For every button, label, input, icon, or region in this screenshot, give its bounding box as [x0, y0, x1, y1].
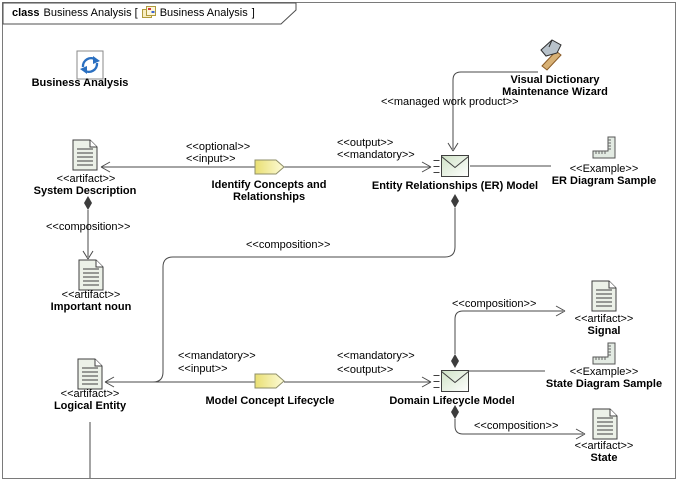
edge-composition-logical-entity[interactable]: [152, 194, 459, 383]
node-label-system-description[interactable]: System Description: [33, 185, 137, 197]
frame-diagram-name: Business Analysis: [159, 6, 248, 19]
node-label-model-concept-lifecycle[interactable]: Model Concept Lifecycle: [205, 395, 335, 407]
cycle-document-icon[interactable]: [76, 50, 104, 80]
edge-label-output[interactable]: <<output>>: [337, 137, 394, 149]
node-label-visual-dictionary[interactable]: Visual Dictionary Maintenance Wizard: [502, 74, 608, 98]
edge-label-optional[interactable]: <<optional>>: [186, 141, 251, 153]
edge-label-composition-sd[interactable]: <<composition>>: [46, 221, 131, 233]
frame-keyword: class: [12, 6, 40, 19]
edge-input-system-description[interactable]: [100, 161, 255, 173]
edge-label-managed-work-product[interactable]: <<managed work product>>: [381, 96, 519, 108]
frame-bracket-close: ]: [251, 6, 255, 19]
edge-label-input[interactable]: <<input>>: [186, 153, 236, 165]
task-arrow-icon[interactable]: [254, 159, 285, 175]
node-stereotype-important-noun[interactable]: <<artifact>>: [61, 289, 121, 301]
node-stereotype-er-diagram-sample[interactable]: <<Example>>: [569, 163, 639, 175]
diagram-icon: [141, 6, 156, 18]
node-label-domain-lifecycle-model[interactable]: Domain Lifecycle Model: [389, 395, 515, 407]
node-stereotype-logical-entity[interactable]: <<artifact>>: [60, 388, 120, 400]
edge-output-domain-lifecycle[interactable]: [284, 376, 432, 388]
edge-input-logical-entity[interactable]: [104, 376, 255, 388]
hammer-tool-icon[interactable]: [540, 39, 562, 71]
ruler-example-icon[interactable]: [592, 342, 616, 365]
artifact-icon[interactable]: [78, 259, 104, 291]
edge-label-mandatory[interactable]: <<mandatory>>: [337, 149, 415, 161]
edge-label-input-2[interactable]: <<input>>: [178, 363, 228, 375]
edge-composition-important-noun[interactable]: [82, 196, 94, 260]
edge-composition-signal[interactable]: [451, 305, 566, 368]
artifact-icon[interactable]: [77, 358, 103, 390]
edge-label-composition-state[interactable]: <<composition>>: [474, 420, 559, 432]
node-stereotype-system-description[interactable]: <<artifact>>: [56, 173, 116, 185]
node-label-state[interactable]: State: [590, 452, 618, 464]
node-stereotype-state-diagram-sample[interactable]: <<Example>>: [569, 366, 639, 378]
edge-composition-state[interactable]: [451, 405, 586, 440]
edge-output-er-model[interactable]: [284, 161, 432, 173]
edge-label-output-2[interactable]: <<output>>: [337, 364, 394, 376]
node-stereotype-signal[interactable]: <<artifact>>: [574, 313, 634, 325]
frame-title: Business Analysis [: [43, 6, 138, 19]
node-label-er-model[interactable]: Entity Relationships (ER) Model: [371, 180, 539, 192]
edge-label-composition-signal[interactable]: <<composition>>: [452, 298, 537, 310]
node-label-identify-concepts[interactable]: Identify Concepts and Relationships: [211, 179, 327, 203]
frame-tab-label: class Business Analysis [ Business Analy…: [12, 6, 255, 19]
edge-managed-work-product[interactable]: [447, 71, 538, 152]
work-product-envelope-icon[interactable]: [433, 370, 469, 392]
node-stereotype-state[interactable]: <<artifact>>: [574, 440, 634, 452]
artifact-icon[interactable]: [591, 280, 617, 312]
artifact-icon[interactable]: [72, 139, 98, 171]
edge-label-mandatory-3[interactable]: <<mandatory>>: [337, 350, 415, 362]
node-label-logical-entity[interactable]: Logical Entity: [53, 400, 127, 412]
ruler-example-icon[interactable]: [592, 136, 616, 159]
node-label-er-diagram-sample[interactable]: ER Diagram Sample: [551, 175, 657, 187]
node-label-state-diagram-sample[interactable]: State Diagram Sample: [545, 378, 663, 390]
edge-label-mandatory-2[interactable]: <<mandatory>>: [178, 350, 256, 362]
node-label-signal[interactable]: Signal: [587, 325, 621, 337]
node-label-business-analysis[interactable]: Business Analysis: [31, 77, 129, 89]
work-product-envelope-icon[interactable]: [433, 155, 469, 177]
edge-label-composition-er[interactable]: <<composition>>: [246, 239, 331, 251]
artifact-icon[interactable]: [592, 408, 618, 440]
node-label-important-noun[interactable]: Important noun: [50, 301, 132, 313]
task-arrow-icon[interactable]: [254, 373, 285, 389]
